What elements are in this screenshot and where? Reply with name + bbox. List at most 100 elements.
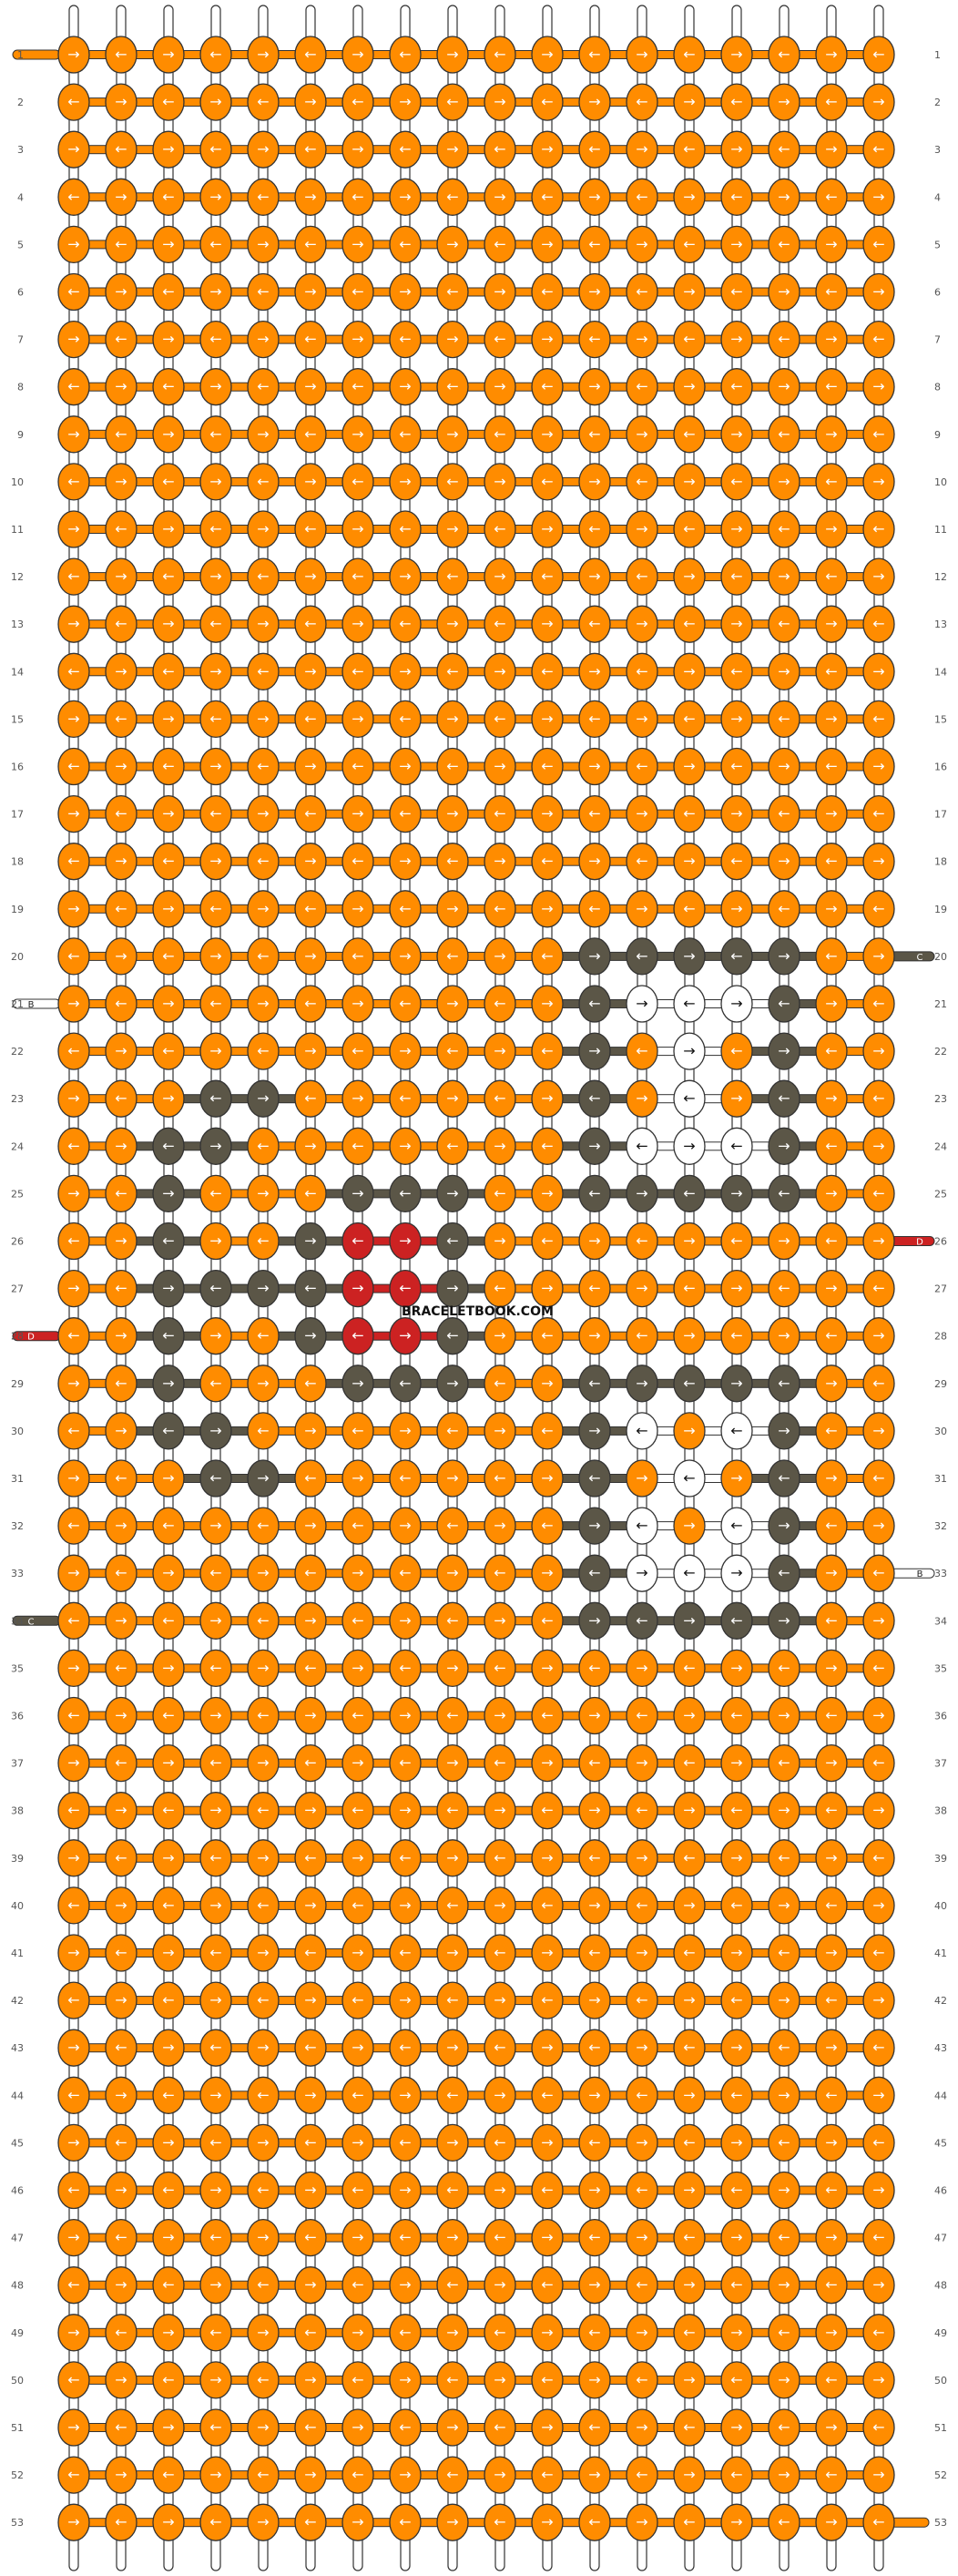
knot: ← [436,272,469,312]
arrow-right-icon: → [67,520,79,537]
knot: ← [531,2361,564,2399]
arrow-right-icon: → [352,1089,363,1107]
arrow-right-icon: → [494,2466,505,2483]
knot: ← [862,1079,895,1118]
row-label-right: 45 [934,2137,947,2149]
knot: ← [531,2456,564,2494]
knot: → [57,794,90,833]
knot: → [105,1792,138,1830]
knot: ← [57,2456,90,2494]
knot: → [673,1981,706,2019]
knot: → [484,2266,516,2305]
arrow-right-icon: → [541,995,553,1012]
arrow-right-icon: → [352,46,363,63]
arrow-right-icon: → [399,853,411,870]
arrow-right-icon: → [115,2276,127,2294]
knot: → [341,2029,374,2067]
arrow-right-icon: → [588,378,600,395]
arrow-right-icon: → [683,283,695,301]
knot: ← [815,1886,848,1925]
knot: → [720,1079,753,1118]
arrow-right-icon: → [209,2276,221,2294]
arrow-right-icon: → [778,188,790,205]
arrow-left-icon: ← [872,995,884,1012]
knot: → [247,415,280,454]
arrow-left-icon: ← [683,331,695,348]
knot: ← [294,1554,327,1592]
knot: → [531,1839,564,1877]
knot: → [578,747,611,786]
side-entry-letter: C [917,953,923,963]
knot: ← [720,2266,753,2305]
arrow-left-icon: ← [304,1754,316,1772]
knot: ← [436,1317,469,1355]
knot: ← [294,1839,327,1877]
knot: → [57,1934,90,1972]
knot: → [673,2076,706,2114]
arrow-right-icon: → [494,1707,505,1724]
arrow-left-icon: ← [162,2371,174,2388]
arrow-right-icon: → [541,1280,553,1297]
arrow-right-icon: → [636,1280,647,1297]
arrow-right-icon: → [162,331,174,348]
knot: ← [578,1554,611,1592]
knot: → [436,1554,469,1592]
knot: ← [247,747,280,786]
arrow-left-icon: ← [352,1422,363,1439]
arrow-left-icon: ← [541,758,553,775]
knot: → [531,2123,564,2162]
knot: ← [436,1032,469,1070]
arrow-right-icon: → [352,2039,363,2056]
knot: ← [531,1981,564,2019]
row-label-right: 41 [934,1947,947,1959]
knot: ← [673,1743,706,1783]
arrow-left-icon: ← [683,900,695,917]
arrow-left-icon: ← [588,2418,600,2436]
arrow-left-icon: ← [636,567,647,585]
knot: → [436,1365,469,1403]
arrow-right-icon: → [399,1611,411,1629]
side-entry-letter: B [917,1569,923,1579]
arrow-left-icon: ← [730,1896,742,1914]
arrow-right-icon: → [588,1896,600,1914]
arrow-left-icon: ← [209,2039,221,2056]
arrow-left-icon: ← [683,1754,695,1772]
arrow-right-icon: → [162,2133,174,2151]
arrow-right-icon: → [209,1327,221,1344]
arrow-left-icon: ← [257,1991,269,2009]
arrow-right-icon: → [683,1042,695,1059]
arrow-right-icon: → [304,1232,316,1250]
knot: → [57,2123,90,2162]
knot: → [152,890,185,928]
knot: ← [199,1934,232,1972]
knot: → [294,2266,327,2305]
knot: ← [626,83,658,121]
knot: ← [152,1886,185,1925]
arrow-right-icon: → [304,1896,316,1914]
arrow-right-icon: → [162,1564,174,1581]
arrow-right-icon: → [683,188,695,205]
knot: → [768,1507,800,1545]
knot: → [768,83,800,121]
arrow-right-icon: → [67,140,79,158]
knot: → [862,2076,895,2114]
knot: → [247,1839,280,1877]
arrow-right-icon: → [304,473,316,490]
row-label-left: 37 [11,1758,24,1770]
arrow-right-icon: → [209,1802,221,1819]
knot: ← [768,794,800,833]
knot: → [199,843,232,881]
arrow-left-icon: ← [872,1280,884,1297]
knot: → [531,2314,564,2352]
knot: ← [247,843,280,881]
arrow-left-icon: ← [115,900,127,917]
arrow-right-icon: → [683,1327,695,1344]
arrow-left-icon: ← [352,1611,363,1629]
knot: → [531,1554,564,1592]
arrow-right-icon: → [304,2086,316,2103]
arrow-left-icon: ← [541,2371,553,2388]
knot: ← [105,2218,138,2257]
knot: ← [626,1222,658,1261]
row-label-right: 15 [934,713,947,725]
arrow-left-icon: ← [778,1564,790,1581]
